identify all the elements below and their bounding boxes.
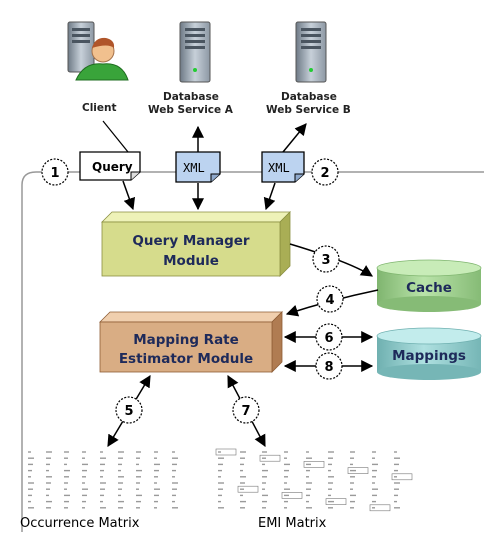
xml-a-label: XML <box>183 161 205 175</box>
query-manager-line1: Query Manager <box>132 233 249 249</box>
step-4-marker: 4 <box>316 285 344 313</box>
step-1-marker: 1 <box>41 158 69 186</box>
cache-label: Cache <box>406 280 452 296</box>
mapping-estimator-line1: Mapping Rate <box>133 332 239 348</box>
mapping-rate-estimator-module <box>99 311 283 373</box>
arrow-to-db-b <box>282 123 307 153</box>
emi-matrix-label: EMI Matrix <box>258 516 327 531</box>
mappings-label: Mappings <box>392 348 466 364</box>
client-label: Client <box>82 102 117 114</box>
db-a-label-line2: Web Service A <box>148 104 234 116</box>
step-7-marker: 7 <box>232 396 260 424</box>
client-link-line <box>102 120 129 153</box>
client-icon <box>67 21 129 81</box>
query-manager-module <box>101 211 291 277</box>
matrix-highlight-box <box>259 454 281 462</box>
xml-document-b <box>261 151 305 183</box>
step-2-marker: 2 <box>311 158 339 186</box>
svg-text:1: 1 <box>50 166 59 181</box>
step-5-marker: 5 <box>115 396 143 424</box>
xml-b-label: XML <box>268 161 290 175</box>
db-a-label-line1: Database <box>163 91 219 103</box>
svg-text:3: 3 <box>321 253 330 268</box>
query-document <box>79 151 141 181</box>
arrow-xml-b-to-manager <box>263 182 276 211</box>
matrix-highlight-box <box>325 498 347 505</box>
matrix-highlight-box <box>237 485 259 493</box>
cache-database <box>376 259 482 312</box>
step-6-marker: 6 <box>315 323 343 351</box>
system-frame <box>21 171 484 532</box>
svg-text:8: 8 <box>324 360 333 375</box>
matrix-highlight-box <box>347 467 369 474</box>
svg-text:4: 4 <box>325 293 334 308</box>
svg-text:2: 2 <box>320 166 329 181</box>
svg-text:7: 7 <box>241 404 250 419</box>
matrix-highlight-box <box>215 448 237 456</box>
matrix-highlight-box <box>303 461 325 468</box>
matrix-highlight-box <box>281 492 303 499</box>
arrow-query-to-manager <box>122 180 136 211</box>
step-3-marker: 3 <box>312 245 340 273</box>
emi-matrix-thumbnail <box>215 448 413 512</box>
arrow-manager-to-cache <box>289 243 374 277</box>
step-8-marker: 8 <box>315 352 343 380</box>
svg-text:6: 6 <box>324 331 333 346</box>
server-a-icon <box>179 21 211 83</box>
svg-text:5: 5 <box>124 404 133 419</box>
query-manager-line2: Module <box>163 253 219 269</box>
xml-document-a <box>175 151 221 183</box>
occurrence-matrix-thumbnail <box>28 451 178 509</box>
occurrence-matrix-label: Occurrence Matrix <box>20 516 140 531</box>
matrix-highlight-box <box>391 473 413 481</box>
mapping-estimator-line2: Estimator Module <box>119 351 253 367</box>
mappings-database <box>376 327 482 380</box>
matrix-highlight-box <box>369 504 391 512</box>
query-doc-label: Query <box>92 160 133 174</box>
db-b-label-line2: Web Service B <box>266 104 351 116</box>
db-b-label-line1: Database <box>281 91 337 103</box>
server-b-icon <box>295 21 327 83</box>
